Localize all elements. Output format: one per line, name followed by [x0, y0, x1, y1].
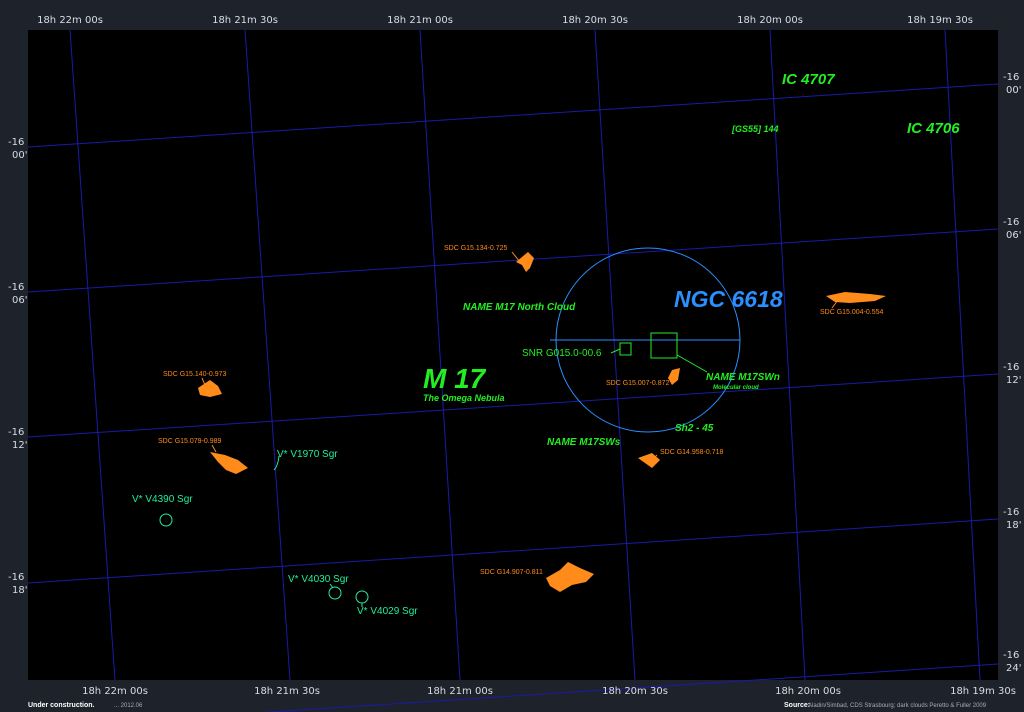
- dec-label-right: -16: [1003, 217, 1019, 228]
- dec-label-left: -16: [8, 427, 24, 438]
- label-sh2-45[interactable]: Sh2 - 45: [675, 423, 714, 434]
- dark-cloud-shape: [210, 452, 248, 474]
- ra-gridline: [244, 29, 291, 681]
- label-m17-subtitle: The Omega Nebula: [423, 393, 505, 403]
- label-ic4707[interactable]: IC 4707: [782, 71, 835, 88]
- variable-star-markers: [159, 455, 369, 607]
- ra-label-top: 18h 22m 00s: [37, 15, 103, 26]
- ra-gridline: [944, 29, 981, 681]
- ra-gridline: [769, 29, 806, 681]
- coordinate-grid: [27, 29, 999, 712]
- dec-gridline: [27, 228, 999, 293]
- label-sdc[interactable]: SDC G15.134-0.725: [444, 245, 508, 252]
- label-sdc[interactable]: SDC G15.140-0.973: [163, 371, 227, 378]
- label-m17swn[interactable]: NAME M17SWn: [706, 372, 780, 383]
- label-sdc[interactable]: SDC G15.007-0.872: [606, 380, 670, 387]
- label-sdc[interactable]: SDC G14.907-0.811: [480, 569, 543, 576]
- dec-label-right: -16: [1003, 507, 1019, 518]
- label-sdc[interactable]: SDC G15.079-0.989: [158, 438, 222, 445]
- dark-cloud-shape: [638, 453, 660, 468]
- label-v1970[interactable]: V* V1970 Sgr: [277, 449, 338, 460]
- dec-label-right: -16: [1003, 650, 1019, 661]
- dec-label-left: -16: [8, 572, 24, 583]
- dec-gridline: [27, 373, 999, 438]
- dec-label-left: -16: [8, 137, 24, 148]
- dec-label-right: 24': [1006, 663, 1021, 674]
- m17swn-marker[interactable]: [650, 332, 678, 359]
- ra-label-bottom: 18h 20m 00s: [775, 686, 841, 697]
- footer-date: ... 2012.06: [114, 703, 143, 709]
- dec-label-right: 00': [1006, 85, 1021, 96]
- dark-cloud-shape: [668, 368, 680, 385]
- label-m17[interactable]: M 17: [423, 363, 487, 394]
- label-v4390[interactable]: V* V4390 Sgr: [132, 494, 193, 505]
- label-v4030[interactable]: V* V4030 Sgr: [288, 574, 349, 585]
- label-gs55[interactable]: [GS55] 144: [731, 124, 779, 134]
- label-ngc6618[interactable]: NGC 6618: [674, 286, 783, 312]
- v1970-marker: [273, 455, 280, 471]
- dec-label-left: -16: [8, 282, 24, 293]
- dec-label-left: 18': [12, 585, 27, 596]
- ra-gridline: [594, 29, 636, 681]
- ra-gridline: [69, 29, 116, 681]
- ra-label-bottom: 18h 20m 30s: [602, 686, 668, 697]
- label-snr[interactable]: SNR G015.0-00.6: [522, 348, 602, 359]
- footer-source-text: Aladin/Simbad, CDS Strasbourg; dark clou…: [808, 703, 987, 709]
- label-m17sws[interactable]: NAME M17SWs: [547, 437, 621, 448]
- label-m17-north-cloud[interactable]: NAME M17 North Cloud: [463, 302, 576, 313]
- ra-label-top: 18h 20m 30s: [562, 15, 628, 26]
- label-sdc[interactable]: SDC G14.958-0.718: [660, 449, 724, 456]
- dec-label-right: -16: [1003, 72, 1019, 83]
- ra-label-top: 18h 21m 00s: [387, 15, 453, 26]
- ra-label-bottom: 18h 21m 30s: [254, 686, 320, 697]
- dec-label-right: 06': [1006, 230, 1021, 241]
- dec-label-right: 12': [1006, 375, 1021, 386]
- ra-label-bottom: 18h 22m 00s: [82, 686, 148, 697]
- label-v4029[interactable]: V* V4029 Sgr: [357, 606, 418, 617]
- dec-gridline: [27, 83, 999, 148]
- footer-source-label: Source:: [784, 702, 810, 709]
- dec-label-left: 12': [12, 440, 27, 451]
- dark-cloud-shape: [198, 380, 222, 397]
- ra-label-bottom: 18h 19m 30s: [950, 686, 1016, 697]
- dark-cloud-shape: [546, 562, 594, 592]
- ra-label-top: 18h 19m 30s: [907, 15, 973, 26]
- ra-label-bottom: 18h 21m 00s: [427, 686, 493, 697]
- v4390-marker: [159, 513, 173, 527]
- label-ic4706[interactable]: IC 4706: [907, 120, 960, 137]
- dec-label-right: -16: [1003, 362, 1019, 373]
- ra-label-top: 18h 20m 00s: [737, 15, 803, 26]
- footer-status: Under construction.: [28, 702, 95, 709]
- dec-label-left: 06': [12, 295, 27, 306]
- dark-clouds: [198, 252, 886, 592]
- dec-label-right: 18': [1006, 520, 1021, 531]
- ra-label-top: 18h 21m 30s: [212, 15, 278, 26]
- chart-plot-area[interactable]: [28, 30, 998, 680]
- v4030-marker: [328, 586, 342, 600]
- label-m17swn-subtitle: Molecular cloud: [713, 385, 759, 391]
- dec-label-left: 00': [12, 150, 27, 161]
- ngc6618-marker[interactable]: [550, 247, 741, 433]
- dark-cloud-shape: [516, 252, 534, 272]
- dark-cloud-shape: [826, 292, 886, 303]
- ra-gridline: [419, 29, 461, 681]
- dec-gridline: [27, 518, 999, 584]
- dec-gridline: [262, 663, 999, 712]
- label-sdc[interactable]: SDC G15.004-0.554: [820, 309, 884, 316]
